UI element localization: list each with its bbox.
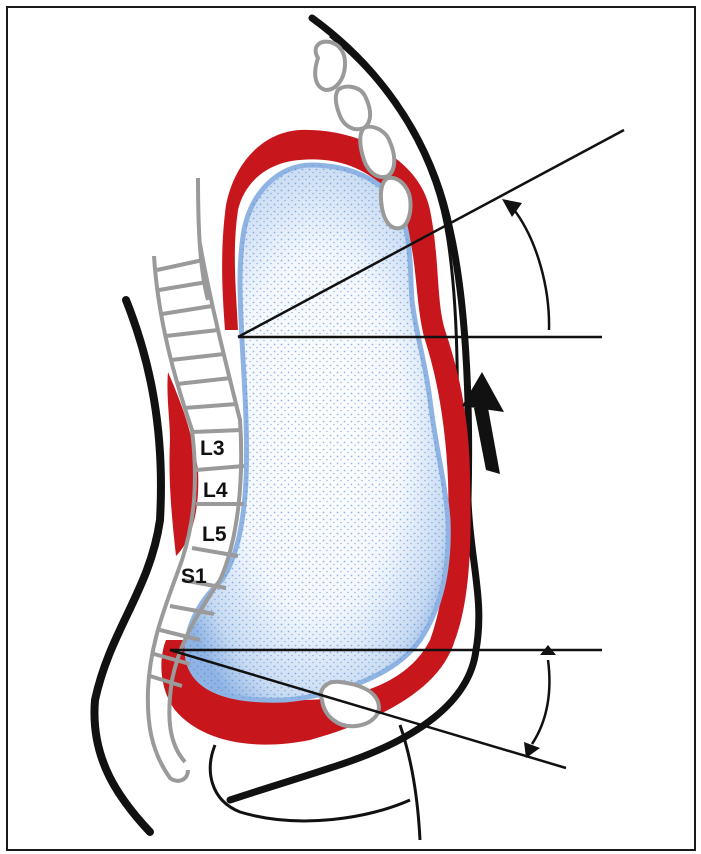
vertebra-label-s1: S1 bbox=[181, 565, 207, 588]
thigh-line bbox=[400, 725, 420, 840]
vertebra-label-l3: L3 bbox=[200, 437, 225, 460]
vertebra-label-l4: L4 bbox=[203, 479, 228, 502]
upper-angle-arrow bbox=[502, 199, 549, 330]
vertebra-label-l5: L5 bbox=[202, 523, 227, 546]
thigh-contour bbox=[210, 745, 410, 821]
lower-angle-arrow bbox=[524, 645, 556, 758]
back-skin-line bbox=[94, 300, 161, 832]
